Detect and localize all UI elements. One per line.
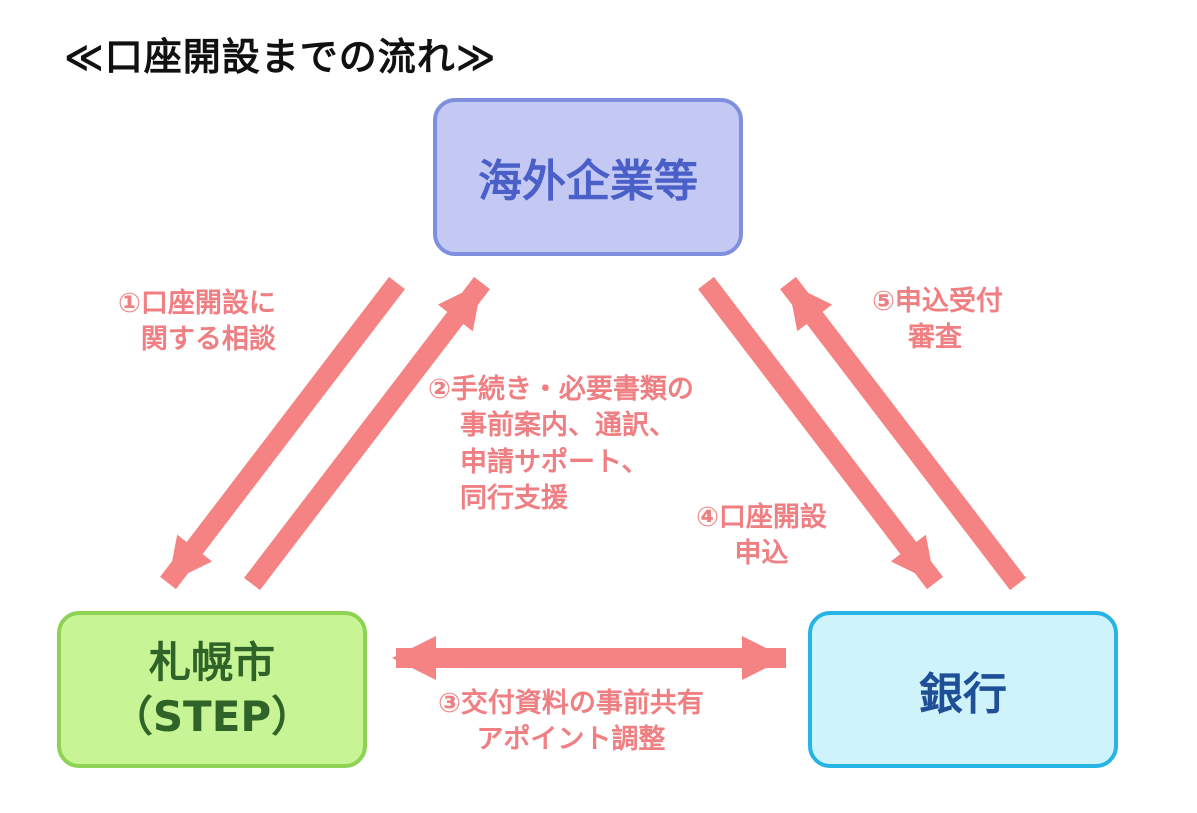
node-sapporo-step: 札幌市 （STEP） xyxy=(57,611,367,768)
step-3-label: ③交付資料の事前共有 アポイント調整 xyxy=(438,686,704,759)
step-1-line-1: ①口座開設に xyxy=(118,288,276,319)
step-4-line-1: ④口座開設 xyxy=(696,502,827,533)
step-5-line-1: ⑤申込受付 xyxy=(872,286,1003,317)
node-bank: 銀行 xyxy=(808,611,1118,768)
step-2-line-2: 事前案内、通訳、 xyxy=(460,410,676,442)
arrow-step4-to-bank xyxy=(698,276,943,590)
step-2-line-4: 同行支援 xyxy=(460,483,568,515)
step-2-line-1: ②手続き・必要書類の xyxy=(428,374,694,405)
step-5-label: ⑤申込受付 審査 xyxy=(872,284,1003,357)
node-sapporo-line-2: （STEP） xyxy=(110,691,314,741)
step-5-line-2: 審査 xyxy=(908,322,962,354)
step-1-line-2: 関する相談 xyxy=(140,324,276,356)
step-4-line-2: 申込 xyxy=(734,538,789,570)
step-2-line-3: 申請サポート、 xyxy=(460,446,649,478)
step-3-line-2: アポイント調整 xyxy=(476,724,666,756)
step-1-label: ①口座開設に 関する相談 xyxy=(118,286,276,359)
step-4-label: ④口座開設 申込 xyxy=(696,500,827,573)
arrow-step5-to-overseas xyxy=(780,276,1026,591)
node-sapporo-line-1: 札幌市 xyxy=(148,637,275,687)
step-2-label: ②手続き・必要書類の 事前案内、通訳、 申請サポート、 同行支援 xyxy=(428,372,694,518)
node-bank-label: 銀行 xyxy=(919,668,1007,720)
node-overseas-companies: 海外企業等 xyxy=(433,98,743,256)
arrow-step2-to-overseas xyxy=(244,276,490,591)
step-3-line-1: ③交付資料の事前共有 xyxy=(438,688,704,719)
node-overseas-label: 海外企業等 xyxy=(478,156,698,207)
arrow-step1-to-sapporo xyxy=(160,276,405,590)
page-title: ≪口座開設までの流れ≫ xyxy=(64,35,497,79)
